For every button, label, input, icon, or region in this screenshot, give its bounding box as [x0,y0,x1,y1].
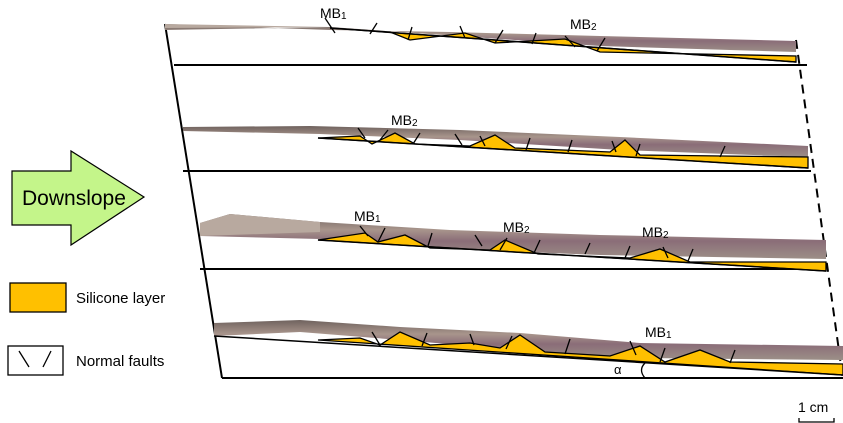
cross-section-4: MB1 α [214,320,843,378]
cross-section-2: MB2 [183,112,811,171]
mb-label: MB1 [354,208,381,225]
legend-silicone-label: Silicone layer [76,290,165,307]
cross-section-1: MB1 MB2 [165,5,807,65]
mb-label: MB2 [642,224,669,241]
mb-label: MB2 [391,112,418,129]
mb-label: MB2 [570,16,597,33]
legend: Silicone layer Normal faults [8,283,165,375]
mb-label: MB2 [503,219,530,236]
angle-alpha-label: α [614,362,622,377]
downslope-label: Downslope [22,187,126,210]
mb-label: MB1 [320,5,347,22]
sand-wedge-left [165,24,330,28]
cross-section-3: MB1 MB2 MB2 [200,208,826,271]
scale-bar: 1 cm [798,399,834,422]
angle-arc [642,363,646,378]
legend-faults-swatch [8,346,63,375]
legend-faults-label: Normal faults [76,353,164,370]
scale-bar-label: 1 cm [798,399,828,415]
downslope-arrow: Downslope [12,151,144,245]
legend-silicone-swatch [10,283,66,312]
mb-label: MB1 [645,324,672,341]
